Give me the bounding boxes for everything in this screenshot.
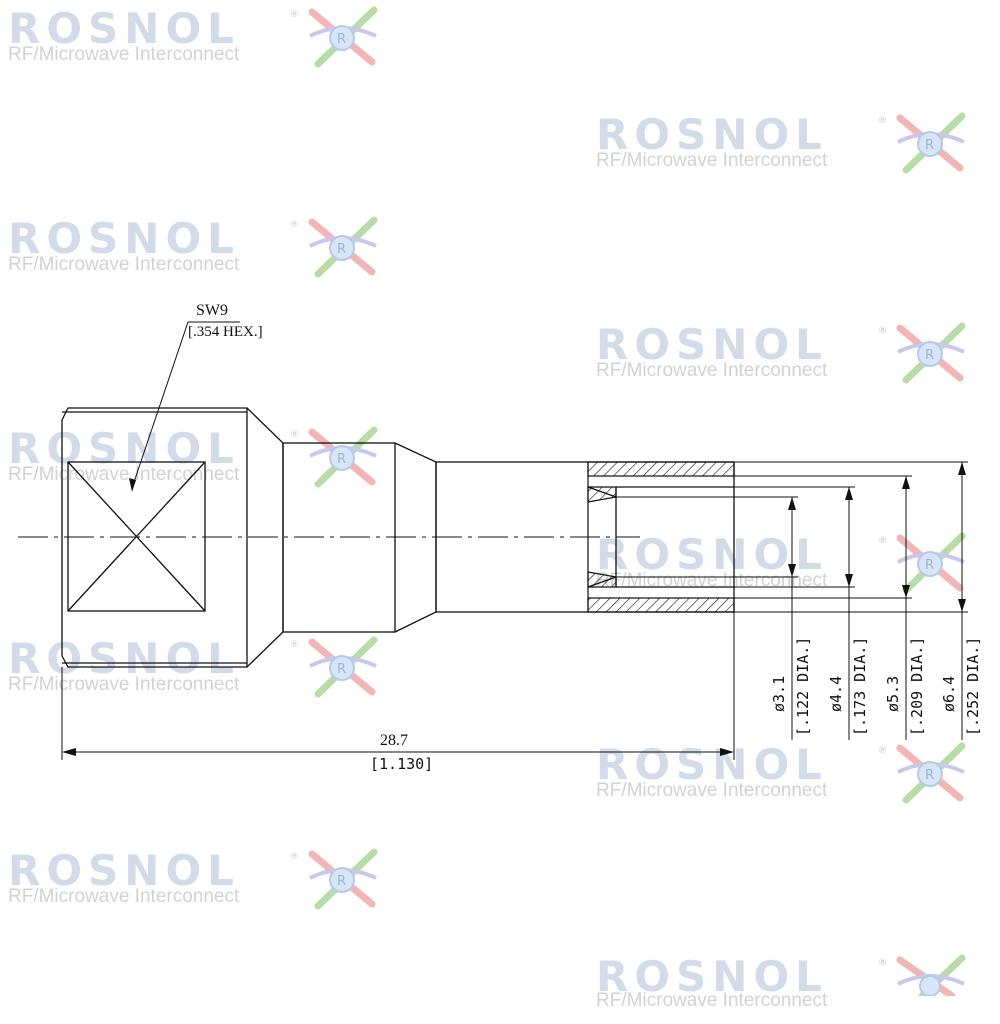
watermark-reg-mark: ® bbox=[878, 746, 887, 756]
hatch-top-wall bbox=[587, 461, 735, 477]
connector-outline-drawing bbox=[18, 321, 968, 760]
watermark: ROSNOL ® RF/Microwave Interconnect R bbox=[596, 742, 966, 812]
watermark: ROSNOL ® RF/Microwave Interconnect R bbox=[596, 532, 966, 602]
watermark-tagline: RF/Microwave Interconnect bbox=[8, 464, 240, 485]
svg-text:R: R bbox=[337, 452, 346, 467]
watermark-brand: ROSNOL bbox=[8, 846, 240, 895]
rosnol-logo-icon: R bbox=[896, 322, 966, 384]
watermark-brand: ROSNOL bbox=[596, 320, 828, 369]
hex-leader-arrow bbox=[129, 478, 136, 492]
rosnol-logo-icon: R bbox=[308, 216, 378, 278]
watermark-brand: ROSNOL bbox=[8, 4, 240, 53]
watermark-reg-mark: ® bbox=[878, 116, 887, 126]
svg-text:R: R bbox=[337, 662, 346, 677]
length-arrow-right bbox=[720, 748, 734, 756]
dia-arrow bbox=[958, 462, 966, 475]
watermark-brand: ROSNOL bbox=[596, 530, 828, 579]
watermark: ROSNOL ® RF/Microwave Interconnect R bbox=[8, 6, 378, 76]
svg-text:R: R bbox=[925, 138, 934, 153]
watermark-reg-mark: ® bbox=[290, 220, 299, 230]
watermark-brand: ROSNOL bbox=[8, 214, 240, 263]
rosnol-logo-icon bbox=[896, 954, 966, 996]
dia-4-4-metric-label: ø4.4 bbox=[827, 675, 845, 712]
hatch-bottom-wall bbox=[587, 597, 735, 613]
hex-size-metric: SW9 bbox=[196, 302, 228, 319]
watermark-reg-mark: ® bbox=[878, 536, 887, 546]
rosnol-logo-icon: R bbox=[308, 848, 378, 910]
rosnol-logo-icon: R bbox=[896, 742, 966, 804]
watermark-reg-mark: ® bbox=[290, 852, 299, 862]
dia-5-3-metric-label: ø5.3 bbox=[884, 675, 902, 712]
watermark-brand: ROSNOL bbox=[596, 952, 828, 1001]
rosnol-logo-icon: R bbox=[896, 532, 966, 594]
watermark: ROSNOL ® RF/Microwave Interconnect R bbox=[596, 322, 966, 392]
rosnol-logo-icon: R bbox=[308, 426, 378, 488]
watermark-tagline: RF/Microwave Interconnect bbox=[8, 44, 240, 65]
length-metric-label: 28.7 bbox=[380, 732, 408, 749]
hex-size-imperial: [.354 HEX.] bbox=[188, 324, 263, 340]
length-imperial-label: [1.130] bbox=[370, 755, 434, 773]
dia-arrow bbox=[902, 476, 910, 489]
watermark-brand: ROSNOL bbox=[8, 424, 240, 473]
watermark: ROSNOL ® RF/Microwave Interconnect R bbox=[596, 112, 966, 182]
hex-leader-line bbox=[131, 321, 189, 489]
watermark-tagline: RF/Microwave Interconnect bbox=[596, 360, 828, 381]
watermark-reg-mark: ® bbox=[878, 958, 887, 968]
watermark-brand: ROSNOL bbox=[596, 110, 828, 159]
watermark-tagline: RF/Microwave Interconnect bbox=[8, 254, 240, 275]
svg-text:R: R bbox=[337, 242, 346, 257]
svg-text:R: R bbox=[925, 768, 934, 783]
dia-arrow bbox=[845, 574, 853, 587]
svg-text:R: R bbox=[337, 874, 346, 889]
dia-3-1-imperial-label: [.122 DIA.] bbox=[794, 636, 812, 736]
watermark-tagline: RF/Microwave Interconnect bbox=[596, 570, 828, 591]
hatched-sections bbox=[587, 461, 735, 613]
watermark: ROSNOL ® RF/Microwave Interconnect R bbox=[8, 216, 378, 286]
watermark: ROSNOL ® RF/Microwave Interconnect R bbox=[8, 848, 378, 918]
dia-arrow bbox=[845, 487, 853, 500]
svg-text:R: R bbox=[925, 558, 934, 573]
dia-4-4-imperial-label: [.173 DIA.] bbox=[851, 636, 869, 736]
dia-arrow bbox=[902, 585, 910, 598]
dia-6-4-imperial-label: [.252 DIA.] bbox=[964, 636, 982, 736]
watermark-reg-mark: ® bbox=[290, 430, 299, 440]
watermark: ROSNOL ® RF/Microwave Interconnect R bbox=[8, 636, 378, 706]
watermark-tagline: RF/Microwave Interconnect bbox=[8, 674, 240, 695]
svg-text:R: R bbox=[337, 32, 346, 47]
watermark-reg-mark: ® bbox=[290, 640, 299, 650]
watermark-tagline: RF/Microwave Interconnect bbox=[8, 886, 240, 907]
dia-arrow bbox=[958, 599, 966, 612]
dia-arrow bbox=[788, 497, 796, 510]
watermark-tagline: RF/Microwave Interconnect bbox=[596, 150, 828, 171]
drawing-canvas: ROSNOL ® RF/Microwave Interconnect R ROS… bbox=[8, 6, 982, 1012]
svg-text:R: R bbox=[925, 348, 934, 363]
dia-3-1-metric-label: ø3.1 bbox=[770, 675, 788, 712]
watermark-tagline: RF/Microwave Interconnect bbox=[596, 780, 828, 801]
rosnol-logo-icon: R bbox=[896, 112, 966, 174]
watermark-reg-mark: ® bbox=[290, 10, 299, 20]
hatch-top-insert bbox=[587, 486, 617, 503]
watermark: ROSNOL ® RF/Microwave Interconnect R bbox=[8, 426, 378, 496]
length-arrow-left bbox=[62, 748, 76, 756]
dia-arrow bbox=[788, 564, 796, 577]
dia-5-3-imperial-label: [.209 DIA.] bbox=[908, 636, 926, 736]
rosnol-logo-icon: R bbox=[308, 636, 378, 698]
watermark-reg-mark: ® bbox=[878, 326, 887, 336]
dia-6-4-metric-label: ø6.4 bbox=[940, 675, 958, 712]
watermark-brand: ROSNOL bbox=[596, 740, 828, 789]
rosnol-logo-icon: R bbox=[308, 6, 378, 68]
watermark-brand: ROSNOL bbox=[8, 634, 240, 683]
hatch-bottom-insert bbox=[587, 571, 617, 588]
